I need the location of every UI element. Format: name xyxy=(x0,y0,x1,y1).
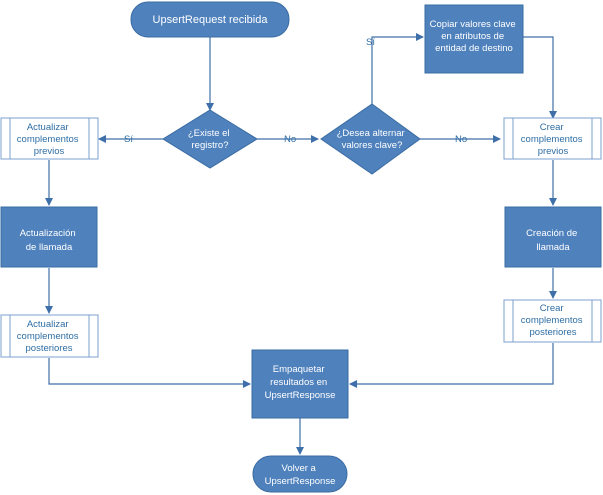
start-node-label: UpsertRequest recibida xyxy=(153,14,269,26)
create-post-plugins-node xyxy=(503,299,602,343)
update-post-plugins-node xyxy=(0,314,99,358)
edge-label-yes-left: Sí xyxy=(124,134,133,145)
copy-key-values-node xyxy=(424,4,524,74)
package-results-label: Empaquetar resultados en UpsertResponse xyxy=(265,364,336,401)
end-node xyxy=(252,455,348,493)
edge-alter-yes-to-copy xyxy=(371,33,424,104)
create-pre-plugins-node xyxy=(503,117,602,160)
update-pre-plugins-label: Actualizar complementos previos xyxy=(17,122,81,157)
create-post-plugins-label: Crear complementos posteriores xyxy=(521,303,585,338)
start-node xyxy=(130,1,290,38)
decision-alter-keys-label: ¿Desea alternar valores clave? xyxy=(337,128,408,151)
edge-create-post-to-package xyxy=(349,343,554,388)
update-pre-plugins-node xyxy=(0,117,99,160)
edge-label-no-right: No xyxy=(455,134,467,145)
decision-exists-label: ¿Existe el registro? xyxy=(188,128,232,151)
edge-label-no-middle: No xyxy=(284,134,296,145)
create-pre-plugins-label: Crear complementos previos xyxy=(521,122,585,157)
decision-alter-keys xyxy=(320,103,421,175)
update-call-node xyxy=(0,206,98,268)
create-call-node xyxy=(504,206,602,268)
edge-update-post-to-package xyxy=(48,358,251,388)
connectors xyxy=(45,33,557,455)
create-call-label: Creación de llamada xyxy=(526,228,580,253)
edge-copy-to-create-pre xyxy=(522,36,557,119)
end-node-label: Volver a UpsertResponse xyxy=(265,463,336,487)
update-post-plugins-label: Actualizar complementos posteriores xyxy=(17,319,81,354)
copy-key-values-label: Copiar valores clave en atributos de ent… xyxy=(430,19,519,54)
decision-exists xyxy=(162,109,258,169)
package-results-node xyxy=(251,349,349,419)
edge-label-yes-up: Sí xyxy=(366,37,375,48)
update-call-label: Actualización de llamada xyxy=(20,228,79,253)
